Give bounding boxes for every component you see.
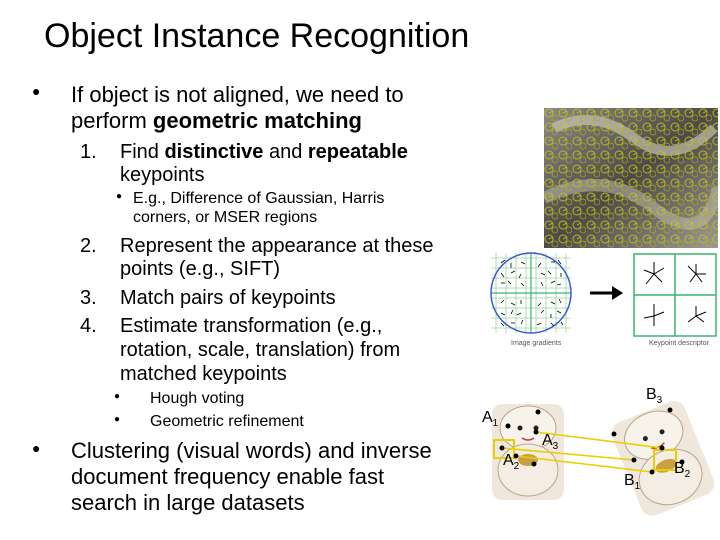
bullet-1-bold: geometric matching xyxy=(152,108,362,133)
sub-bullet-dot: ● xyxy=(114,414,121,425)
bullet-2-line-3: search in large datasets xyxy=(71,490,305,515)
label-b3: B3 xyxy=(646,386,662,406)
keypoint-detection-image xyxy=(544,108,718,248)
label-b1: B1 xyxy=(624,472,640,492)
label-a2: A2 xyxy=(503,452,519,472)
label-subscript: 3 xyxy=(552,441,559,453)
label-letter: A xyxy=(503,452,514,469)
keypoint-descriptor-caption: Keypoint descriptor xyxy=(649,340,709,347)
label-letter: B xyxy=(624,472,635,489)
label-a1: A1 xyxy=(482,409,498,429)
step-4-line-3: matched keypoints xyxy=(120,363,287,385)
step-1-number: 1. xyxy=(80,141,97,163)
keypoint-descriptor-figure xyxy=(633,253,717,337)
bullet-1-text: perform xyxy=(71,108,153,133)
step-1-sub-line-2: corners, or MSER regions xyxy=(133,209,318,226)
step-4-sub-1: Hough voting xyxy=(150,390,245,407)
bullet-dot: ● xyxy=(32,83,41,99)
label-letter: B xyxy=(646,386,657,403)
step-1-bold-1: distinctive xyxy=(164,141,264,163)
step-1-bold-2: repeatable xyxy=(307,141,408,163)
label-letter: B xyxy=(674,460,685,477)
label-subscript: 1 xyxy=(634,481,641,493)
label-b2: B2 xyxy=(674,460,690,480)
step-1-sub-line-1: E.g., Difference of Gaussian, Harris xyxy=(133,190,385,207)
label-letter: A xyxy=(482,409,493,426)
right-arrow-icon xyxy=(590,286,623,300)
bullet-1-line-1: If object is not aligned, we need to xyxy=(71,82,404,107)
label-a3: A3 xyxy=(542,432,558,452)
sub-bullet-dot: ● xyxy=(114,391,121,402)
label-subscript: 2 xyxy=(513,461,520,473)
step-4-number: 4. xyxy=(80,315,97,337)
step-3-number: 3. xyxy=(80,287,97,309)
step-4-line-1: Estimate transformation (e.g., xyxy=(120,315,383,337)
step-1-text-mid: and xyxy=(263,141,308,163)
step-1-text: Find xyxy=(120,141,165,163)
step-2-line-1: Represent the appearance at these xyxy=(120,235,434,257)
label-letter: A xyxy=(542,432,553,449)
step-2-line-2: points (e.g., SIFT) xyxy=(120,258,281,280)
label-subscript: 3 xyxy=(656,395,663,407)
keypoint-matching-figure xyxy=(492,401,715,516)
image-gradients-caption: Image gradients xyxy=(511,340,562,347)
step-3-line-1: Match pairs of keypoints xyxy=(120,287,336,309)
label-subscript: 2 xyxy=(684,469,691,481)
bullet-dot: ● xyxy=(32,440,41,456)
image-gradients-figure xyxy=(490,252,572,334)
sub-bullet-dot: ● xyxy=(116,191,123,202)
step-1-line-2: keypoints xyxy=(120,164,205,186)
step-4-sub-2: Geometric refinement xyxy=(150,413,304,430)
step-2-number: 2. xyxy=(80,235,97,257)
bullet-2-line-2: document frequency enable fast xyxy=(71,464,385,489)
bullet-1-line-2: perform geometric matching xyxy=(71,108,362,134)
slide-title: Object Instance Recognition xyxy=(44,17,470,55)
step-1-line-1: Find distinctive and repeatable xyxy=(120,140,408,164)
step-4-line-2: rotation, scale, translation) from xyxy=(120,339,401,361)
bullet-2-line-1: Clustering (visual words) and inverse xyxy=(71,438,432,463)
label-subscript: 1 xyxy=(492,418,499,430)
